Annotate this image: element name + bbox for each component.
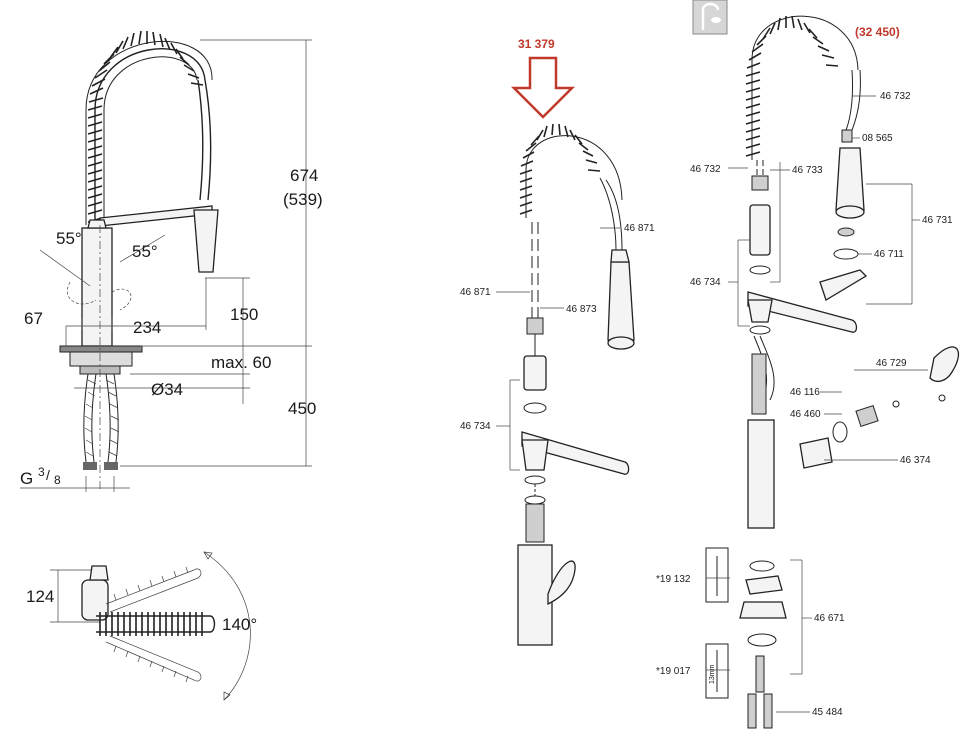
dim-hose-length: 450	[288, 399, 316, 418]
svg-text:/: /	[46, 467, 50, 483]
dim-swivel-angle: 140°	[222, 615, 257, 634]
faucet-top-view	[50, 551, 251, 701]
alt-model-number: (32 450)	[855, 25, 900, 39]
dim-angle-right: 55°	[132, 242, 158, 261]
dim-top-depth: 124	[26, 587, 54, 606]
main-exploded-view	[705, 15, 960, 729]
svg-text:8: 8	[54, 473, 61, 487]
part-label-46871-b: 46 871	[460, 287, 491, 298]
faucet-side-view	[39, 30, 219, 490]
conversion-kit-leader-lines	[496, 227, 620, 471]
part-label-46733: 46 733	[792, 165, 823, 176]
main-leader-lines	[706, 95, 928, 713]
part-label-46732-b: 46 732	[690, 164, 721, 175]
part-label-46729: 46 729	[876, 358, 907, 369]
conversion-kit-number: 31 379	[518, 37, 555, 51]
dim-spout-reach: 234	[133, 318, 161, 337]
part-label-46711: 46 711	[874, 249, 904, 260]
part-label-46671: 46 671	[814, 613, 845, 624]
part-label-46873: 46 873	[566, 304, 597, 315]
part-label-19017: *19 017	[656, 666, 691, 677]
part-label-19132: *19 132	[656, 574, 691, 585]
part-label-46374: 46 374	[900, 455, 931, 466]
part-label-08565: 08 565	[862, 133, 893, 144]
dim-hole-diameter: Ø34	[151, 380, 183, 399]
part-label-46731: 46 731	[922, 215, 953, 226]
conversion-kit-exploded	[517, 123, 635, 646]
part-label-46734: 46 734	[460, 421, 491, 432]
part-label-46871-a: 46 871	[624, 223, 655, 234]
dim-thread: G 3 / 8	[20, 465, 61, 488]
part-label-46116: 46 116	[790, 387, 820, 398]
dim-deck-thickness: max. 60	[211, 353, 271, 372]
spring-coil	[85, 30, 213, 225]
dim-height-total: 674	[290, 166, 318, 185]
dim-spout-height: 150	[230, 305, 258, 324]
dimension-lines	[20, 39, 312, 492]
dim-angle-left: 55°	[56, 229, 82, 248]
part-label-46734-main: 46 734	[690, 277, 721, 288]
clip-size-label: 13mm	[709, 664, 716, 684]
dim-height-alt: (539)	[283, 190, 323, 209]
part-label-46460: 46 460	[790, 409, 821, 420]
svg-text:G: G	[20, 469, 33, 488]
svg-text:3: 3	[38, 465, 45, 479]
down-arrow-icon	[510, 56, 576, 119]
faucet-thumbnail-icon	[692, 0, 728, 35]
part-label-46732-a: 46 732	[880, 91, 911, 102]
part-label-45484: 45 484	[812, 707, 843, 718]
dim-spout-offset: 67	[24, 309, 43, 328]
